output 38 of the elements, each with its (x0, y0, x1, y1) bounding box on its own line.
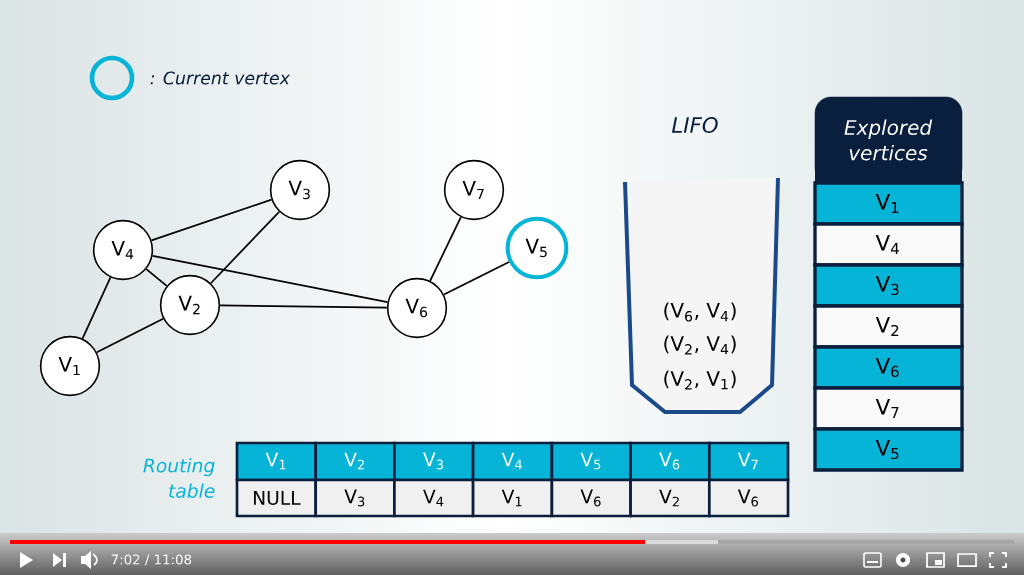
table-cell: V$_{4}$ (393, 478, 475, 518)
table-cell: V$_{1}$ (235, 441, 318, 482)
stack-title: LIFO (671, 116, 718, 134)
edge-line (150, 198, 273, 242)
table-cell: V$_{6}$ (550, 478, 632, 518)
table-cell: V$_{7}$ (707, 441, 790, 482)
table-cell: V$_{1}$ (471, 478, 554, 518)
table-cell: V$_{4}$ (471, 441, 554, 482)
table-cell: V$_{3}$ (813, 263, 964, 308)
table-cell: V$_{7}$ (813, 386, 964, 431)
stack-entry: (V$_{6}$, V$_{4}$) (664, 302, 736, 322)
table-cell: V$_{2}$ (314, 441, 396, 482)
table-cell: V$_{5}$ (550, 441, 632, 482)
stack-entry: (V$_{2}$, V$_{4}$) (664, 335, 736, 355)
table-cell: V$_{6}$ (813, 345, 964, 390)
table-cell: V$_{2}$ (629, 478, 711, 518)
edge-line (429, 216, 462, 282)
edge-line (443, 261, 510, 296)
table-title: Routing table (143, 458, 215, 498)
table-cell: V$_{3}$ (314, 478, 396, 518)
table-cell: V$_{2}$ (813, 304, 964, 349)
table-cell: V$_{6}$ (629, 441, 711, 482)
edge-line (145, 268, 168, 287)
table-cell: V$_{5}$ (813, 427, 964, 472)
edge-line (96, 317, 164, 354)
table-cell: V$_{4}$ (813, 222, 964, 267)
edge-line (209, 210, 281, 285)
column-header: Explored vertices (814, 96, 963, 184)
edge-line (81, 276, 112, 340)
time-display: 7:02 / 11:08 (111, 554, 192, 566)
table-cell: V$_{6}$ (707, 478, 790, 518)
edge-line (151, 254, 389, 304)
table-cell: V$_{3}$ (393, 441, 475, 482)
table-cell: NULL (235, 478, 318, 518)
edge-line (219, 304, 388, 309)
legend-text: : Current vertex (150, 71, 291, 85)
table-cell: V$_{1}$ (813, 181, 964, 226)
stack-entry: (V$_{2}$, V$_{1}$) (664, 370, 736, 390)
